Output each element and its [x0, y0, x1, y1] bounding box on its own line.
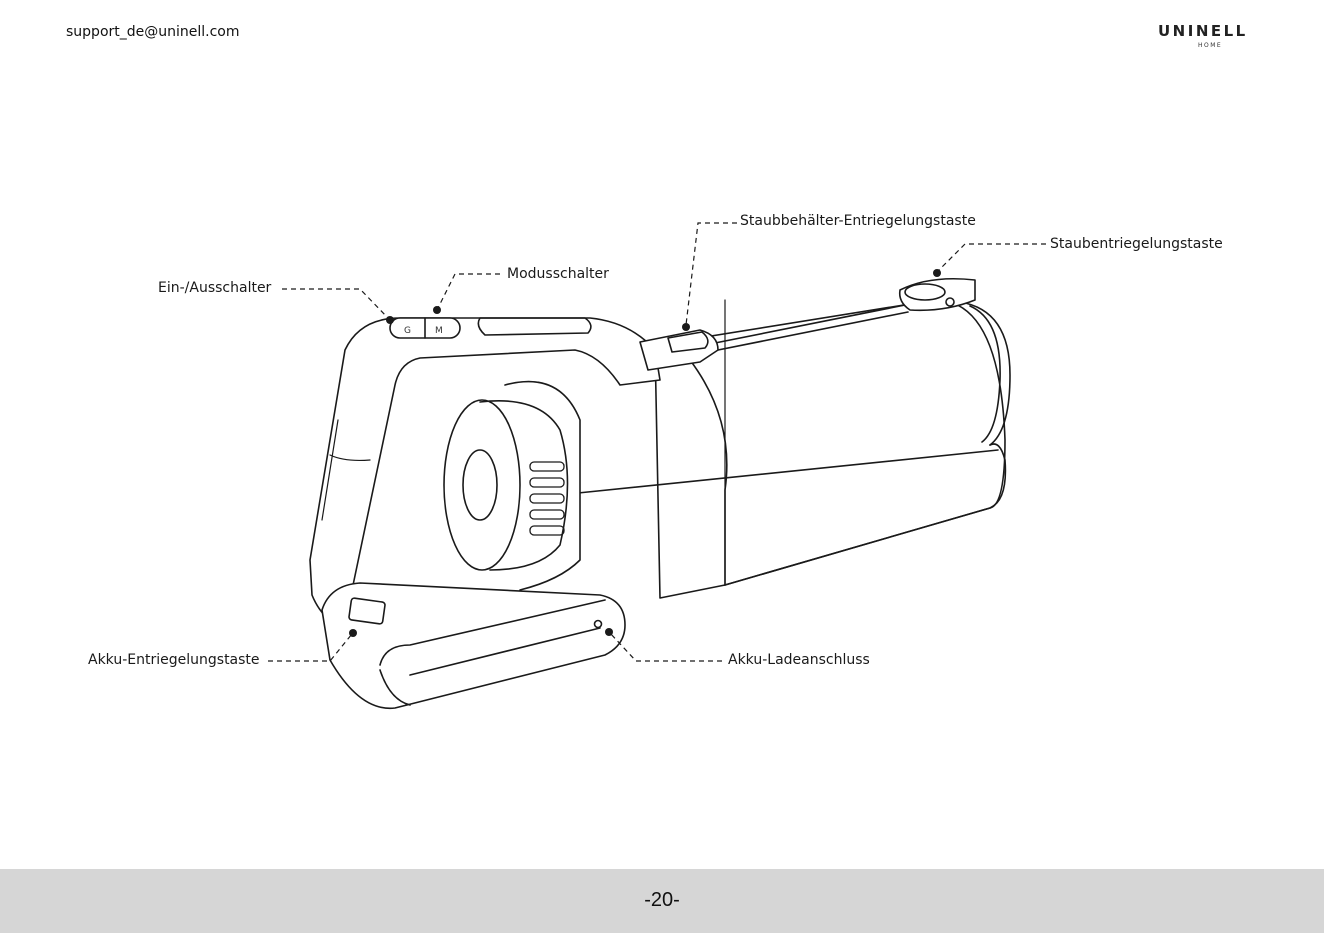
label-dust-release: Staubentriegelungstaste — [1050, 236, 1223, 252]
vacuum-diagram: G M — [0, 0, 1324, 870]
callout-dot — [682, 323, 690, 331]
svg-text:M: M — [435, 326, 443, 336]
label-battery-release: Akku-Entriegelungstaste — [88, 652, 260, 668]
label-charging-port: Akku-Ladeanschluss — [728, 652, 870, 668]
page-number: -20- — [0, 889, 1324, 912]
callout-dot — [933, 269, 941, 277]
svg-text:G: G — [404, 326, 411, 336]
callout-dot — [349, 629, 357, 637]
callout-dot — [605, 628, 613, 636]
label-dustbin-release: Staubbehälter-Entriegelungstaste — [740, 213, 976, 229]
label-power-switch: Ein-/Ausschalter — [158, 280, 271, 296]
callout-dot — [433, 306, 441, 314]
page-footer: -20- — [0, 869, 1324, 933]
label-mode-switch: Modusschalter — [507, 266, 609, 282]
battery-pack — [322, 583, 625, 708]
callout-dot — [386, 316, 394, 324]
